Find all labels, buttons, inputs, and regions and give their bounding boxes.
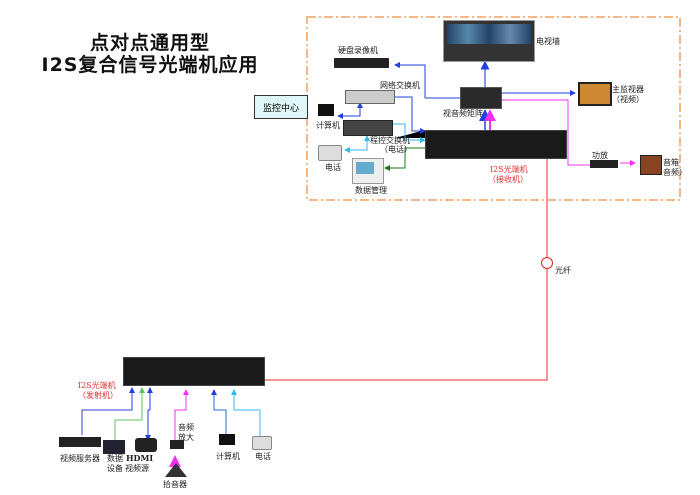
phone-label: 电话	[325, 163, 341, 172]
receiver-label-1: I2S光端机	[490, 165, 528, 174]
speaker-label-2: 音频）	[663, 168, 687, 177]
fiber-label: 光纤	[555, 266, 571, 275]
hdmi-source-label-1: HDMI	[126, 453, 154, 463]
tx-computer-label: 计算机	[216, 452, 240, 461]
video-server-image	[59, 437, 101, 447]
computer-image	[318, 104, 334, 116]
i2s-receiver-image	[425, 130, 567, 159]
dvr-image	[334, 58, 389, 68]
main-monitor-label-2: （视频）	[612, 95, 644, 104]
tx-phone-image	[252, 436, 272, 450]
phone-image	[318, 145, 342, 161]
av-matrix-image	[460, 87, 502, 109]
audio-amp-image	[170, 440, 184, 449]
speaker-image	[640, 155, 662, 175]
tv-wall-label: 电视墙	[536, 37, 560, 46]
data-mgmt-label: 数据管理	[355, 186, 387, 195]
monitor-center-box: 监控中心	[254, 95, 308, 119]
amplifier-label: 功放	[592, 151, 608, 160]
hdmi-source-image	[135, 438, 157, 452]
network-switch-label: 网络交换机	[380, 81, 420, 90]
receiver-label-2: （接收机）	[488, 175, 528, 184]
title-line1: 点对点通用型	[89, 32, 210, 54]
i2s-transmitter-image	[123, 357, 265, 386]
computer-label: 计算机	[316, 121, 340, 130]
main-monitor-image	[578, 82, 612, 106]
data-device-image	[103, 440, 125, 454]
fiber-icon	[541, 257, 553, 269]
dvr-label: 硬盘录像机	[338, 46, 378, 55]
tx-computer-image	[219, 434, 235, 445]
amplifier-image	[590, 160, 618, 168]
tv-wall-image	[443, 20, 535, 62]
audio-amp-label-2: 放大	[178, 433, 194, 442]
pickup-label: 拾音器	[163, 480, 187, 489]
transmitter-label-1: I2S光端机	[78, 381, 116, 390]
hdmi-source-label-2: 视频源	[125, 464, 149, 473]
pbx-image	[343, 120, 393, 136]
speaker-label-1: 音箱	[663, 158, 679, 167]
pbx-label-2: （电话）	[380, 145, 412, 154]
tx-phone-label: 电话	[255, 452, 271, 461]
video-server-label: 视频服务器	[60, 454, 100, 463]
title-line2: I2S复合信号光端机应用	[41, 54, 259, 76]
transmitter-label-2: （发射机）	[78, 391, 118, 400]
av-matrix-label: 视音频矩阵	[443, 109, 483, 118]
audio-amp-label-1: 音频	[178, 423, 194, 432]
main-monitor-label-1: 主监视器	[612, 85, 644, 94]
network-switch-image	[345, 90, 395, 104]
data-mgmt-image	[352, 158, 384, 184]
pbx-label-1: 程控交换机	[370, 136, 410, 145]
data-device-label-2: 设备	[107, 464, 123, 473]
pickup-image	[165, 463, 187, 477]
data-device-label-1: 数据	[107, 454, 123, 463]
